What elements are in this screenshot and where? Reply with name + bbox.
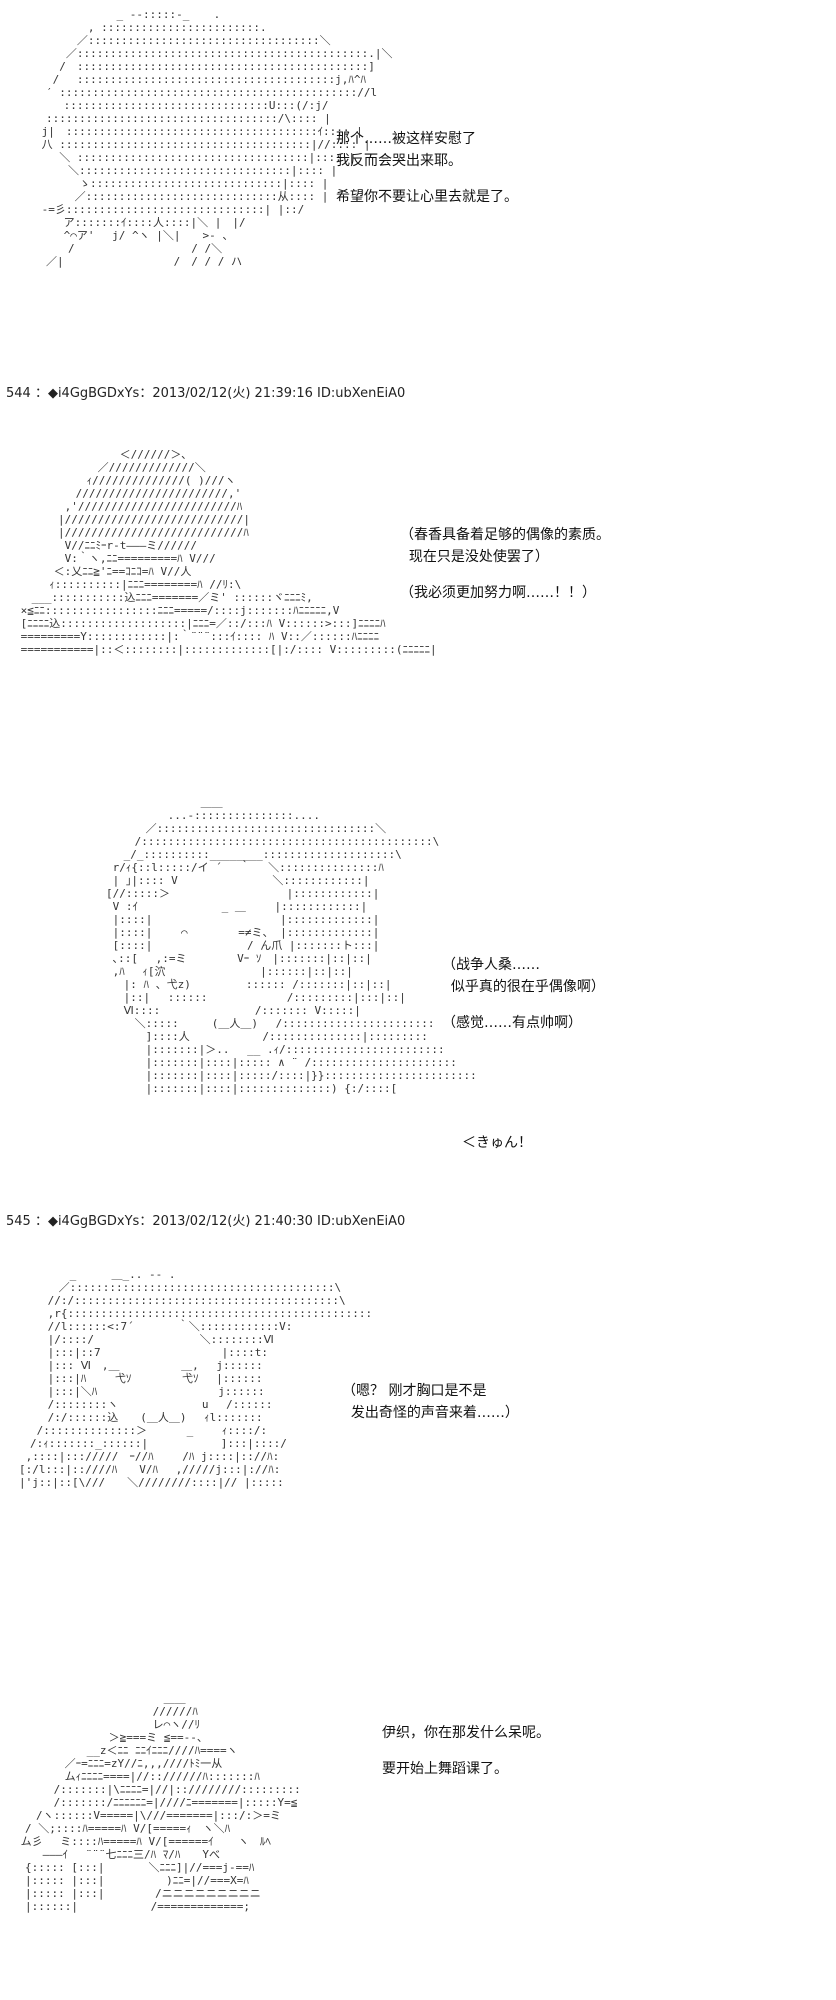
dialogue-line: 似乎真的很在乎偶像啊）	[442, 979, 605, 995]
dialogue-line: 希望你不要让心里去就是了。	[336, 189, 518, 205]
dialogue-line: 我反而会哭出来耶。	[336, 153, 462, 169]
dialogue-panel-1: 那个……被这样安慰了 我反而会哭出来耶。 希望你不要让心里去就是了。	[336, 128, 518, 208]
dialogue-line: 要开始上舞蹈课了。	[382, 1761, 508, 1777]
sound-effect-text: ＜きゅん！	[462, 1135, 532, 1151]
dialogue-line: （战争人桑……	[442, 957, 540, 973]
ascii-art-character-5: ＿＿ //////ﾊ レ⌒ヽ//ﾘ ＞≧===ミ ≦==‐‐、 __z＜ﾆﾆ ﾆ…	[20, 1692, 301, 1913]
dialogue-line: 那个……被这样安慰了	[336, 131, 476, 147]
ascii-art-character-2: ＜//////＞､ ／/////////////＼ ｨ/////////////…	[20, 448, 437, 656]
dialogue-line: 伊织，你在那发什么呆呢。	[382, 1725, 550, 1741]
dialogue-line: （感觉……有点帅啊）	[442, 1015, 582, 1031]
dialogue-line: 现在只是没处使罢了）	[400, 549, 549, 565]
dialogue-line: （春香具备着足够的偶像的素质。	[400, 527, 610, 543]
post-header-544: 544 ：◆i4GgBGDxYs：2013/02/12(火) 21:39:16 …	[6, 386, 406, 401]
dialogue-panel-4: （嗯？ 刚才胸口是不是 发出奇怪的声音来着……）	[342, 1380, 519, 1424]
dialogue-line: （我必须更加努力啊……！！）	[400, 585, 596, 601]
ascii-art-character-3: ＿＿ ...‐:::::::::::::::.... ／::::::::::::…	[105, 796, 477, 1095]
dialogue-line: 发出奇怪的声音来着……）	[342, 1405, 519, 1421]
dialogue-line: （嗯？ 刚才胸口是不是	[342, 1383, 487, 1399]
ascii-art-character-1: _ -‐:::::-_ . , ::::::::::::::::::::::::…	[41, 8, 393, 268]
dialogue-panel-3: （战争人桑…… 似乎真的很在乎偶像啊） （感觉……有点帅啊）	[442, 954, 605, 1034]
ascii-art-character-4: _ ＿_.. -‐ . ／:::::::::::::::::::::::::::…	[18, 1268, 373, 1489]
dialogue-panel-5: 伊织，你在那发什么呆呢。 要开始上舞蹈课了。	[382, 1722, 550, 1780]
post-header-545: 545 ：◆i4GgBGDxYs：2013/02/12(火) 21:40:30 …	[6, 1214, 406, 1229]
dialogue-panel-2: （春香具备着足够的偶像的素质。 现在只是没处使罢了） （我必须更加努力啊……！！…	[400, 524, 610, 604]
